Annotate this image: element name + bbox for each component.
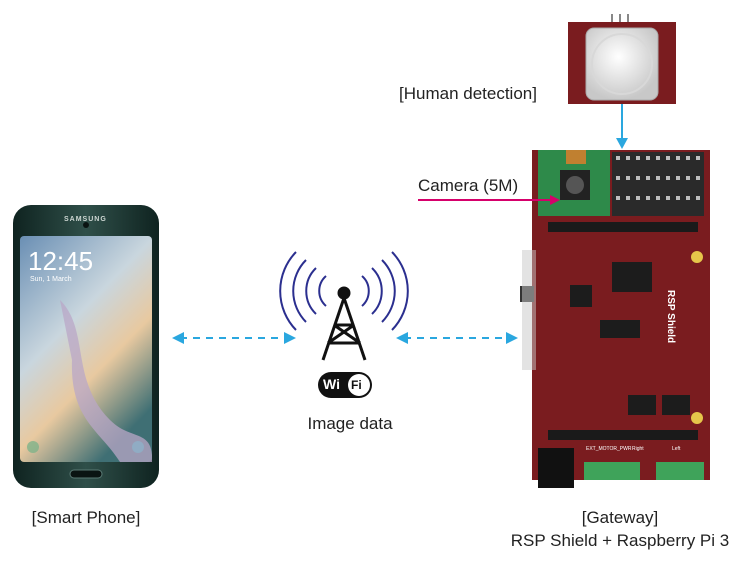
phone-screen: [20, 236, 152, 462]
phone-camera-app-icon: [132, 441, 144, 453]
camera-label: Camera (5M): [418, 176, 519, 195]
antenna-tower-icon: [279, 251, 409, 331]
phone-home-button: [69, 469, 103, 479]
board-motor-label: EXT_MOTOR_PWR: [586, 446, 632, 452]
phone-call-icon: [27, 441, 39, 453]
wifi-badge-wi: Wi: [323, 376, 340, 392]
phone-camera-dot: [83, 222, 89, 228]
smart-phone: [13, 205, 159, 488]
board-name: RSP Shield: [665, 290, 676, 344]
wifi-badge-icon: [318, 372, 372, 398]
arrow-head-left-2: [396, 332, 408, 344]
smart-phone-label: [Smart Phone]: [31, 508, 141, 527]
board-right-label: Right: [632, 446, 644, 452]
human-detection-label: [Human detection]: [399, 84, 537, 103]
pir-sensor-icon: [568, 14, 676, 104]
gateway-subtitle: RSP Shield + Raspberry Pi 3: [510, 531, 730, 550]
tower-structure: [321, 286, 367, 361]
arrow-head-right-2: [506, 332, 518, 344]
gateway-board: [520, 150, 710, 488]
image-data-label: Image data: [307, 414, 393, 433]
sensor-arrow-head: [616, 138, 628, 149]
phone-brand: SAMSUNG: [64, 216, 107, 223]
wifi-badge-fi: Fi: [351, 378, 362, 392]
phone-clock: 12:45: [28, 246, 94, 276]
camera-pointer-head: [550, 195, 560, 205]
gateway-label: [Gateway]: [581, 508, 659, 527]
phone-date: Sun, 1 March: [30, 276, 72, 283]
board-left-label: Left: [672, 446, 681, 452]
arrow-head-left-1: [172, 332, 184, 344]
arrow-head-right-1: [284, 332, 296, 344]
